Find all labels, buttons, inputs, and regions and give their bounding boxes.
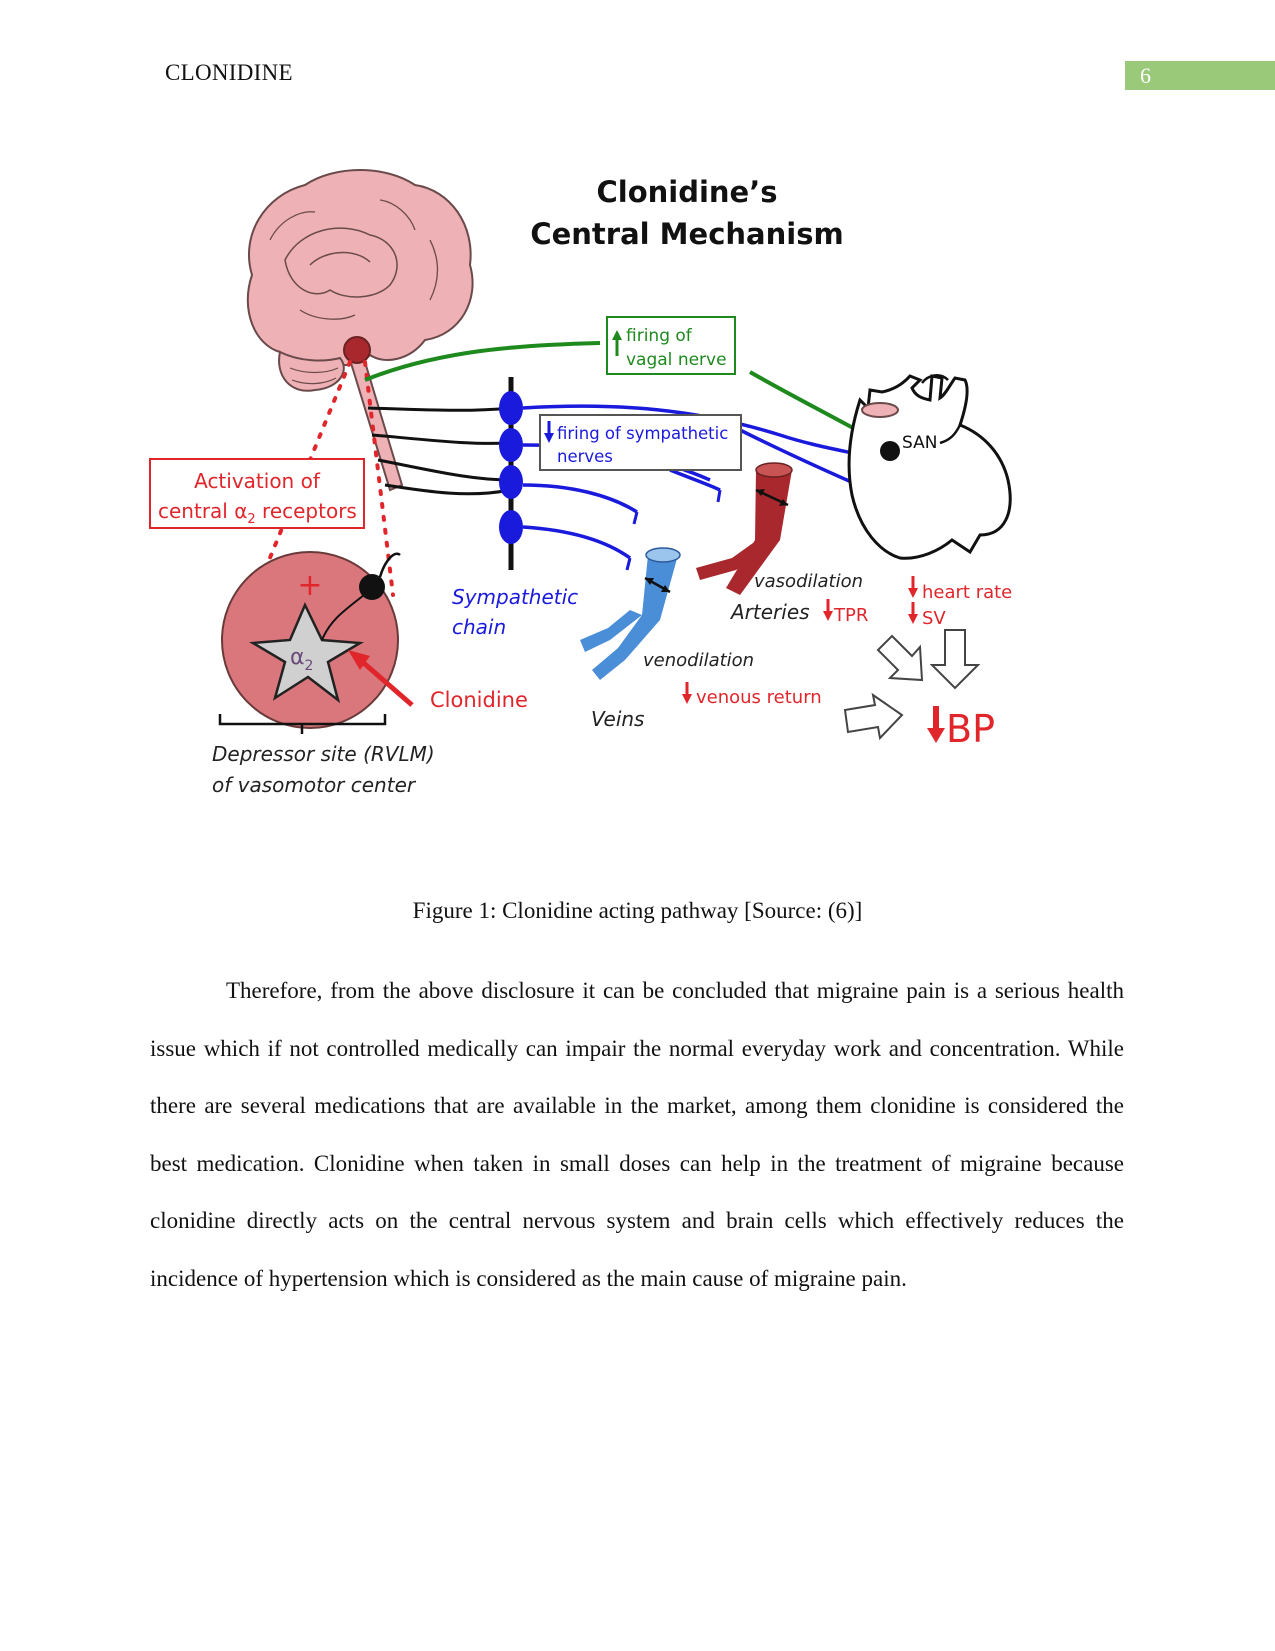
san-label: SAN	[902, 433, 937, 453]
sympathetic-chain-label-2: chain	[452, 615, 506, 639]
venodilation-label: venodilation	[643, 650, 754, 671]
figure-title-line2: Central Mechanism	[530, 217, 843, 251]
plus-sign: +	[297, 568, 322, 603]
activation-label-1: Activation of	[194, 469, 321, 493]
vagal-label-1: firing of	[626, 326, 693, 346]
arteries-label: Arteries	[729, 600, 810, 624]
vein-illustration	[580, 547, 681, 680]
heart-illustration	[847, 374, 1012, 560]
venous-return-label: venous return	[696, 687, 822, 708]
bp-label: BP	[946, 707, 995, 751]
activation-label-central: central α	[158, 499, 247, 523]
activation-label-2: central α2 receptors	[158, 499, 357, 527]
alpha2-label: α2	[290, 645, 313, 674]
heart-rate-label: heart rate	[922, 582, 1012, 603]
conclusion-paragraph: Therefore, from the above disclosure it …	[150, 978, 1124, 1291]
sympathetic-label-2: nerves	[557, 447, 613, 466]
figure-caption: Figure 1: Clonidine acting pathway [Sour…	[412, 898, 863, 923]
rvlm-neuron-illustration	[221, 551, 414, 729]
activation-label-receptors: receptors	[256, 499, 357, 523]
clonidine-mechanism-figure: Clonidine’s Central Mechanism firing of …	[140, 140, 1100, 860]
sympathetic-ganglia	[499, 391, 523, 544]
clonidine-label: Clonidine	[430, 688, 528, 712]
veins-label: Veins	[591, 707, 644, 731]
vagal-label-2: vagal nerve	[626, 350, 727, 370]
figure-title-line1: Clonidine’s	[596, 175, 777, 209]
hollow-arrows	[843, 629, 981, 741]
mechanism-diagram: Clonidine’s Central Mechanism firing of …	[149, 169, 1012, 797]
alpha-sub: 2	[305, 658, 314, 674]
activation-label-sub: 2	[247, 512, 255, 527]
sympathetic-chain-label-1: Sympathetic	[452, 585, 578, 609]
running-head: CLONIDINE	[165, 60, 293, 85]
vasodilation-label: vasodilation	[754, 571, 863, 592]
sv-label: SV	[922, 608, 946, 629]
depressor-label-1: Depressor site (RVLM)	[212, 742, 435, 766]
alpha-symbol: α	[290, 645, 305, 670]
artery-illustration	[696, 462, 793, 595]
body-text: Therefore, from the above disclosure it …	[150, 962, 1124, 1307]
page-number: 6	[1125, 61, 1275, 90]
sympathetic-label-1: firing of sympathetic	[557, 424, 728, 443]
tpr-label: TPR	[833, 605, 868, 626]
depressor-label-2: of vasomotor center	[212, 773, 417, 797]
